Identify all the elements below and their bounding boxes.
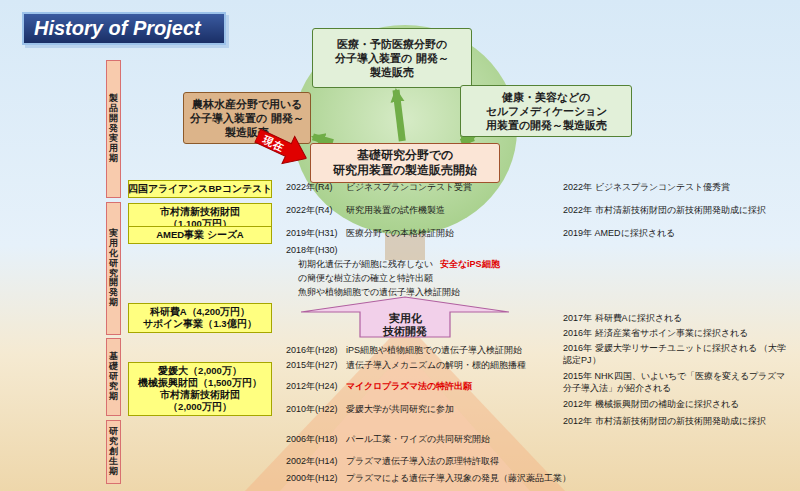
funding-box: 科研費A（4,200万円） サポイン事業（1.3億円） (128, 303, 272, 333)
timeline-year: 2016年(H28) (286, 344, 338, 356)
node-text: 製品開発 実用期 (109, 94, 118, 163)
period-band: 製品開発 実用期 (106, 60, 121, 198)
growth-arrow (396, 90, 402, 141)
timeline-year: 2019年(H31) (286, 227, 338, 239)
current-box: 基礎研究分野での 研究用装置の製造販売開始 (310, 143, 500, 183)
timeline-year: 2015年(H27) (286, 359, 338, 371)
timeline-year: 2022年(R4) (286, 204, 333, 216)
diagram-title: History of Project (22, 12, 226, 45)
funding-box: 四国アライアンスBPコンテスト (128, 180, 272, 198)
timeline-event: の簡便な樹立法の確立と特許出願 (298, 272, 433, 284)
timeline-year: 2000年(H12) (286, 472, 338, 484)
goal-box: 医療・予防医療分野の 分子導入装置の 開発～製造販売 (312, 28, 472, 88)
node-text: 実用化 技術開発 (375, 312, 435, 338)
timeline-event: 医療分野での本格検証開始 (346, 227, 454, 239)
arrow-outline (251, 122, 313, 172)
node-text: 研究創生期 (109, 427, 118, 476)
funding-note: 2022年 ビジネスプランコンテスト優秀賞 (563, 181, 730, 193)
timeline-event: プラズマ遺伝子導入法の原理特許取得 (346, 455, 499, 467)
funding-note: 2019年 AMEDに採択される (563, 227, 675, 239)
funding-box: 愛媛大（2,000万） 機械振興財団（1,500万円） 市村清新技術財団（2,0… (128, 362, 272, 416)
timeline-event: ビジネスプランコンテスト受賞 (346, 181, 472, 193)
timeline-event: マイクロプラズマ法の特許出願 (346, 380, 472, 392)
funding-note: 2016年 経済産業省サポイン事業に採択される (563, 327, 748, 339)
goal-box: 農林水産分野で用いる 分子導入装置の 開発～製造販売 (183, 92, 311, 144)
timeline-year: 2006年(H18) (286, 433, 338, 445)
funding-note: 2016年 愛媛大学リサーチユニットに採択される （大学認定PJ） (563, 342, 791, 366)
funding-note: 2012年 市村清新技術財団の新技術開発助成に採択 (563, 415, 766, 427)
timeline-year: 2018年(H30) (286, 244, 338, 256)
node-text: 四国アライアンスBPコンテスト (128, 183, 271, 195)
period-band: 基礎研究期 (106, 338, 121, 416)
timeline-event: パール工業・ワイズの共同研究開始 (346, 433, 490, 445)
timeline-event: 魚卵や植物細胞での遺伝子導入検証開始 (298, 286, 460, 298)
timeline-event: 初期化遺伝子が細胞に残存しない (298, 258, 433, 270)
node-text: 基礎研究分野での 研究用装置の製造販売開始 (315, 148, 495, 178)
funding-note: 2012年 機械振興財団の補助金に採択される (563, 398, 739, 410)
pyramid-outer (245, 322, 565, 491)
timeline-year: 2010年(H22) (286, 403, 338, 415)
development-arrow: 実用化 技術開発 (300, 296, 510, 338)
growth-arrow (313, 137, 333, 143)
node-text: 健康・美容などの セルフメディケーション 用装置の開発～製造販売 (465, 90, 627, 132)
timeline-event: プラズマによる遺伝子導入現象の発見（藤沢薬品工業） (346, 472, 571, 484)
timeline-year: 2002年(H14) (286, 455, 338, 467)
period-band: 実用化研究 開発期 (106, 202, 121, 335)
funding-note: 2015年 NHK四国、いよいちで「医療を変えるプラズマ分子導入法」が紹介される (563, 370, 791, 394)
funding-note: 2017年 科研費Aに採択される (563, 312, 682, 324)
node-text: AMED事業 シーズA (156, 229, 243, 241)
timeline-event: 研究用装置の試作機製造 (346, 204, 445, 216)
node-text: 科研費A（4,200万円） サポイン事業（1.3億円） (132, 306, 268, 330)
funding-note: 2022年 市村清新技術財団の新技術開発助成に採択 (563, 204, 766, 216)
timeline-year: 2012年(H24) (286, 380, 338, 392)
timeline-event: 安全なiPS細胞 (440, 258, 500, 270)
timeline-event: iPS細胞や植物細胞での遺伝子導入検証開始 (346, 344, 522, 356)
growth-arrow (461, 138, 474, 143)
pyramid-inner (280, 350, 530, 491)
node-text: 基礎研究期 (109, 352, 118, 401)
funding-box: AMED事業 シーズA (128, 226, 272, 244)
node-text: 農林水産分野で用いる 分子導入装置の 開発～製造販売 (188, 97, 306, 139)
goal-box: 健康・美容などの セルフメディケーション 用装置の開発～製造販売 (460, 85, 632, 137)
timeline-event: 愛媛大学が共同研究に参加 (346, 403, 454, 415)
node-text: 現在 (256, 130, 291, 156)
period-band: 研究創生期 (106, 420, 121, 484)
node-text: 実用化研究 開発期 (109, 229, 118, 308)
arrow-outline (301, 297, 509, 337)
timeline-event: 遺伝子導入メカニズムの解明・標的細胞播種 (346, 359, 526, 371)
timeline-year: 2022年(R4) (286, 181, 333, 193)
node-text: 愛媛大（2,000万） 機械振興財団（1,500万円） 市村清新技術財団（2,0… (132, 365, 268, 413)
node-text: 医療・予防医療分野の 分子導入装置の 開発～製造販売 (317, 37, 467, 79)
